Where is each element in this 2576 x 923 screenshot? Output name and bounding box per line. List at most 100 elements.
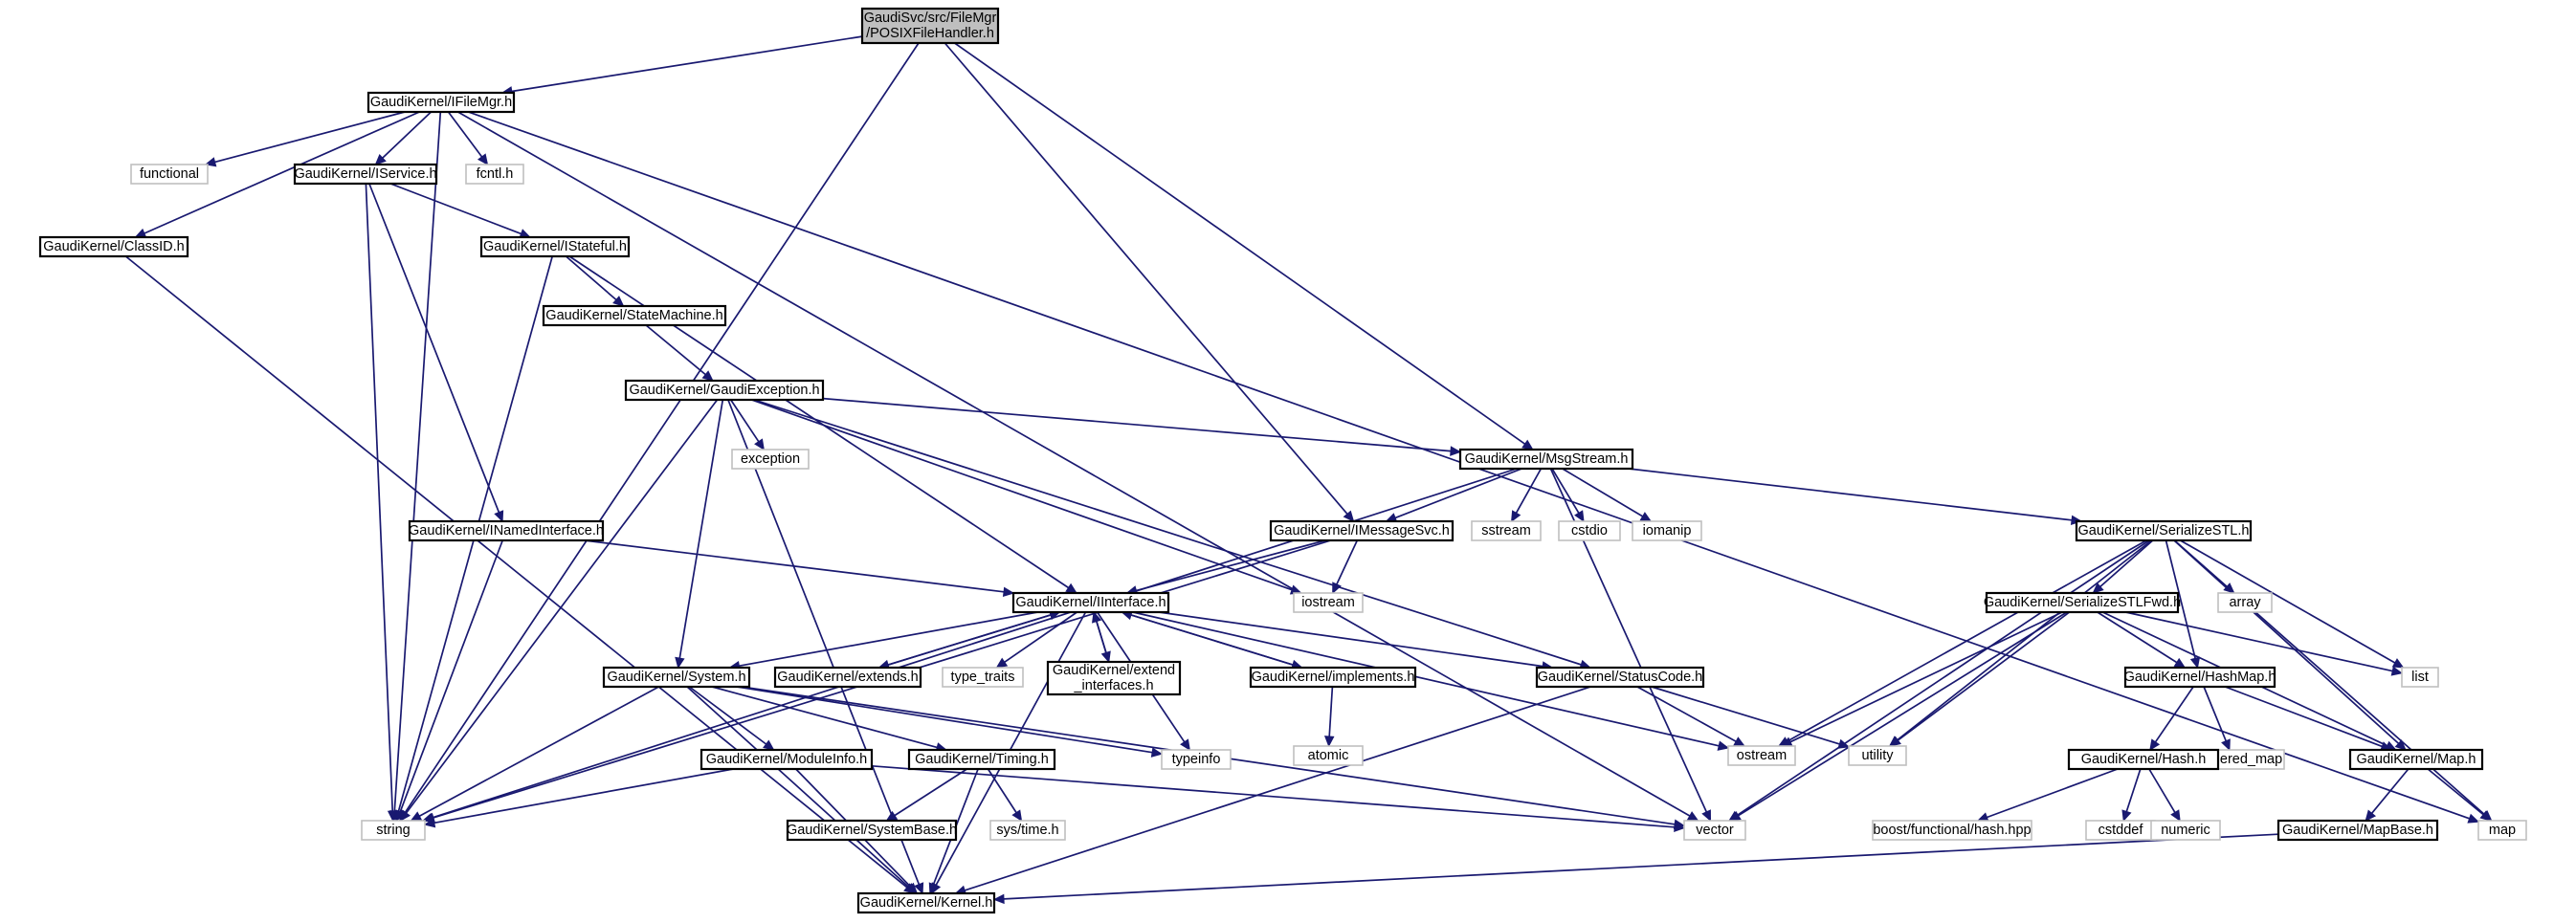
node-array: array bbox=[2217, 592, 2273, 613]
edge-arrowhead bbox=[1521, 439, 1534, 451]
node-label: GaudiKernel/GaudiException.h bbox=[629, 383, 819, 398]
node-serializestl[interactable]: GaudiKernel/SerializeSTL.h bbox=[2075, 519, 2253, 542]
node-hash[interactable]: GaudiKernel/Hash.h bbox=[2067, 748, 2220, 771]
edge-serializestl-to-utility bbox=[1888, 539, 2152, 747]
node-label: iomanip bbox=[1643, 523, 1692, 538]
node-systembase[interactable]: GaudiKernel/SystemBase.h bbox=[786, 819, 958, 842]
node-string: string bbox=[361, 820, 426, 841]
node-statemachine[interactable]: GaudiKernel/StateMachine.h bbox=[542, 304, 727, 327]
edge-serializestl-to-ostream bbox=[1777, 539, 2147, 747]
edge-line bbox=[511, 35, 863, 93]
node-serializestlfwd[interactable]: GaudiKernel/SerializeSTLFwd.h bbox=[1984, 591, 2181, 614]
edge-arrowhead bbox=[477, 153, 489, 165]
node-map_h[interactable]: GaudiKernel/Map.h bbox=[2348, 748, 2484, 771]
edge-line bbox=[1562, 468, 1644, 517]
edge-line bbox=[389, 183, 522, 235]
edge-arrowhead bbox=[1701, 809, 1712, 823]
edge-line bbox=[447, 111, 483, 158]
edge-line bbox=[124, 255, 908, 889]
edge-line bbox=[2427, 768, 2484, 816]
edge-arrowhead bbox=[2365, 809, 2377, 822]
edge-gaudiexc-to-kernel bbox=[727, 399, 924, 895]
node-box bbox=[130, 164, 209, 185]
edge-arrowhead bbox=[1011, 809, 1023, 823]
node-system[interactable]: GaudiKernel/System.h bbox=[602, 666, 751, 689]
node-msgstream[interactable]: GaudiKernel/MsgStream.h bbox=[1458, 448, 1634, 471]
edge-inamed-to-string bbox=[395, 539, 503, 823]
node-posix[interactable]: GaudiSvc/src/FileMgr/POSIXFileHandler.h bbox=[860, 7, 1000, 45]
node-box bbox=[1293, 592, 1364, 613]
node-imessagesvc[interactable]: GaudiKernel/IMessageSvc.h bbox=[1269, 519, 1455, 542]
node-ifilemgr[interactable]: GaudiKernel/IFileMgr.h bbox=[366, 91, 516, 114]
node-box bbox=[1161, 749, 1232, 770]
node-iinterface[interactable]: GaudiKernel/IInterface.h bbox=[1011, 591, 1170, 614]
edge-statuscode-to-kernel bbox=[954, 686, 1591, 895]
node-label: type_traits bbox=[951, 670, 1015, 685]
node-inamed[interactable]: GaudiKernel/INamedInterface.h bbox=[408, 519, 605, 542]
edge-line bbox=[2099, 539, 2154, 588]
node-hashmap[interactable]: GaudiKernel/HashMap.h bbox=[2124, 666, 2276, 689]
node-timing[interactable]: GaudiKernel/Timing.h bbox=[907, 748, 1056, 771]
node-typetraits: type_traits bbox=[942, 667, 1024, 688]
node-label: array bbox=[2229, 595, 2261, 610]
edge-arrowhead bbox=[494, 510, 504, 523]
node-mapbase[interactable]: GaudiKernel/MapBase.h bbox=[2276, 819, 2439, 842]
node-extendinterfaces[interactable]: GaudiKernel/extend_interfaces.h bbox=[1046, 660, 1182, 696]
edge-gaudiexc-to-system bbox=[675, 399, 724, 670]
node-statuscode[interactable]: GaudiKernel/StatusCode.h bbox=[1535, 666, 1705, 689]
node-label: map bbox=[2489, 823, 2516, 838]
edge-arrowhead bbox=[906, 882, 919, 894]
node-moduleinfo[interactable]: GaudiKernel/ModuleInfo.h bbox=[700, 748, 874, 771]
edge-line bbox=[1328, 686, 1334, 737]
edge-arrowhead bbox=[2121, 809, 2132, 823]
node-box bbox=[786, 819, 958, 842]
edge-arrowhead bbox=[1837, 738, 1851, 749]
node-istateful[interactable]: GaudiKernel/IStateful.h bbox=[479, 235, 631, 258]
node-systime: sys/time.h bbox=[989, 820, 1066, 841]
node-sstream: sstream bbox=[1471, 520, 1542, 541]
node-label: utility bbox=[1861, 748, 1894, 763]
edge-line bbox=[686, 686, 910, 888]
node-iservice[interactable]: GaudiKernel/IService.h bbox=[293, 163, 438, 186]
edge-arrowhead bbox=[928, 882, 939, 895]
edge-arrowhead bbox=[995, 657, 1009, 669]
edge-arrowhead bbox=[1717, 740, 1730, 751]
node-gaudiexc[interactable]: GaudiKernel/GaudiException.h bbox=[624, 379, 825, 402]
node-extends[interactable]: GaudiKernel/extends.h bbox=[773, 666, 922, 689]
edge-extendinterfaces-to-iinterface bbox=[1092, 610, 1110, 663]
node-atomic: atomic bbox=[1293, 745, 1364, 766]
edge-line bbox=[2224, 686, 2383, 748]
edge-line bbox=[944, 42, 1348, 515]
node-implements[interactable]: GaudiKernel/implements.h bbox=[1249, 666, 1417, 689]
edge-line bbox=[418, 686, 659, 817]
node-cstdio: cstdio bbox=[1558, 520, 1621, 541]
edge-line bbox=[688, 686, 767, 745]
edge-line bbox=[1394, 468, 1522, 519]
node-typeinfo: typeinfo bbox=[1161, 749, 1232, 770]
node-label: typeinfo bbox=[1172, 752, 1221, 767]
node-label: GaudiSvc/src/FileMgr bbox=[864, 11, 997, 26]
edge-arrowhead bbox=[992, 893, 1005, 905]
edge-layer bbox=[124, 35, 2493, 905]
node-classid[interactable]: GaudiKernel/ClassID.h bbox=[38, 235, 189, 258]
node-ostream: ostream bbox=[1727, 745, 1796, 766]
node-label: GaudiKernel/HashMap.h bbox=[2124, 670, 2276, 685]
node-box bbox=[38, 235, 189, 258]
edge-arrowhead bbox=[1323, 736, 1335, 748]
node-box bbox=[479, 235, 631, 258]
edge-arrowhead bbox=[1343, 510, 1355, 522]
edge-arrowhead bbox=[701, 370, 714, 382]
node-iostream: iostream bbox=[1293, 592, 1364, 613]
edge-msgstream-to-serializestl bbox=[1628, 468, 2083, 526]
node-kernel[interactable]: GaudiKernel/Kernel.h bbox=[856, 891, 996, 914]
node-box bbox=[1293, 745, 1364, 766]
edge-hashmap-to-unorderedmap bbox=[2203, 686, 2231, 752]
node-label: GaudiKernel/implements.h bbox=[1252, 670, 1415, 685]
edge-line bbox=[1004, 611, 1077, 663]
edge-posix-to-ifilemgr bbox=[500, 35, 863, 97]
edge-iinterface-to-typetraits bbox=[995, 611, 1077, 669]
node-list: list bbox=[2401, 667, 2439, 688]
node-label: fcntl.h bbox=[477, 166, 514, 182]
edge-arrowhead bbox=[1889, 736, 1901, 747]
